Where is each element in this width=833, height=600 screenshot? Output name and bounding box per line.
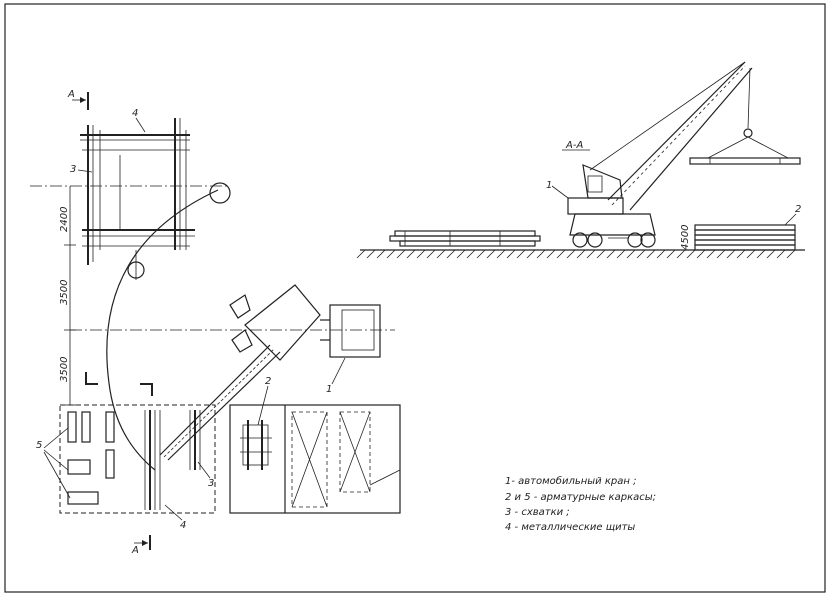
shield-stack-lower <box>144 410 201 510</box>
crane-chassis-plan <box>329 304 381 358</box>
callout-1-section: 1 <box>546 180 552 191</box>
callout-4-plan: 4 <box>180 520 186 531</box>
dimension-4500: 4500 <box>680 225 691 250</box>
callout-3-top: 3 <box>70 164 76 175</box>
section-mark-bottom-label: А <box>131 545 139 556</box>
callout-3-plan: 3 <box>208 478 214 489</box>
legend-item-2: 2 и 5 - арматурные каркасы; <box>505 492 656 503</box>
callout-5: 5 <box>36 440 42 451</box>
callout-2-plan: 2 <box>265 376 271 387</box>
frame-5-b <box>81 411 91 443</box>
crane-cab-side <box>567 197 624 215</box>
frame-5-c <box>105 411 115 443</box>
shield-stack-section <box>389 230 541 247</box>
dimension-2400: 2400 <box>59 207 70 232</box>
legend-item-4: 4 - металлические щиты <box>505 522 635 533</box>
frame-5-d <box>67 459 91 475</box>
storage-area-right <box>229 404 401 514</box>
crane-swing-arc <box>106 189 219 471</box>
callout-1-plan: 1 <box>326 384 332 395</box>
section-mark-bottom: А <box>131 535 151 556</box>
callout-4-top: 4 <box>132 108 138 119</box>
frame-5-f <box>67 491 99 505</box>
reinforcement-cage-plan <box>80 118 195 265</box>
legend-item-3: 3 - схватки ; <box>505 507 570 518</box>
frame-stack-section <box>694 224 796 251</box>
frame-2-plan <box>242 424 269 466</box>
section-mark-top: А <box>67 89 89 110</box>
storage-area-left <box>59 404 216 514</box>
frame-5-e <box>105 449 115 479</box>
frame-5-a <box>67 411 77 443</box>
drawing-frame <box>4 3 826 593</box>
callout-2-section: 2 <box>795 204 801 215</box>
crane-side-view[interactable] <box>567 61 789 248</box>
section-mark-top-label: А <box>67 89 75 100</box>
suspended-load <box>689 157 801 165</box>
legend: 1- автомобильный кран ; 2 и 5 - арматурн… <box>505 475 656 533</box>
dimension-3500-lower: 3500 <box>59 357 70 382</box>
dimension-3500-upper: 3500 <box>59 280 70 305</box>
crane-cab-plan <box>244 284 321 361</box>
crane-position-circle-top <box>209 182 231 204</box>
legend-item-1: 1- автомобильный кран ; <box>505 475 636 487</box>
section-title: А-А <box>565 140 583 151</box>
